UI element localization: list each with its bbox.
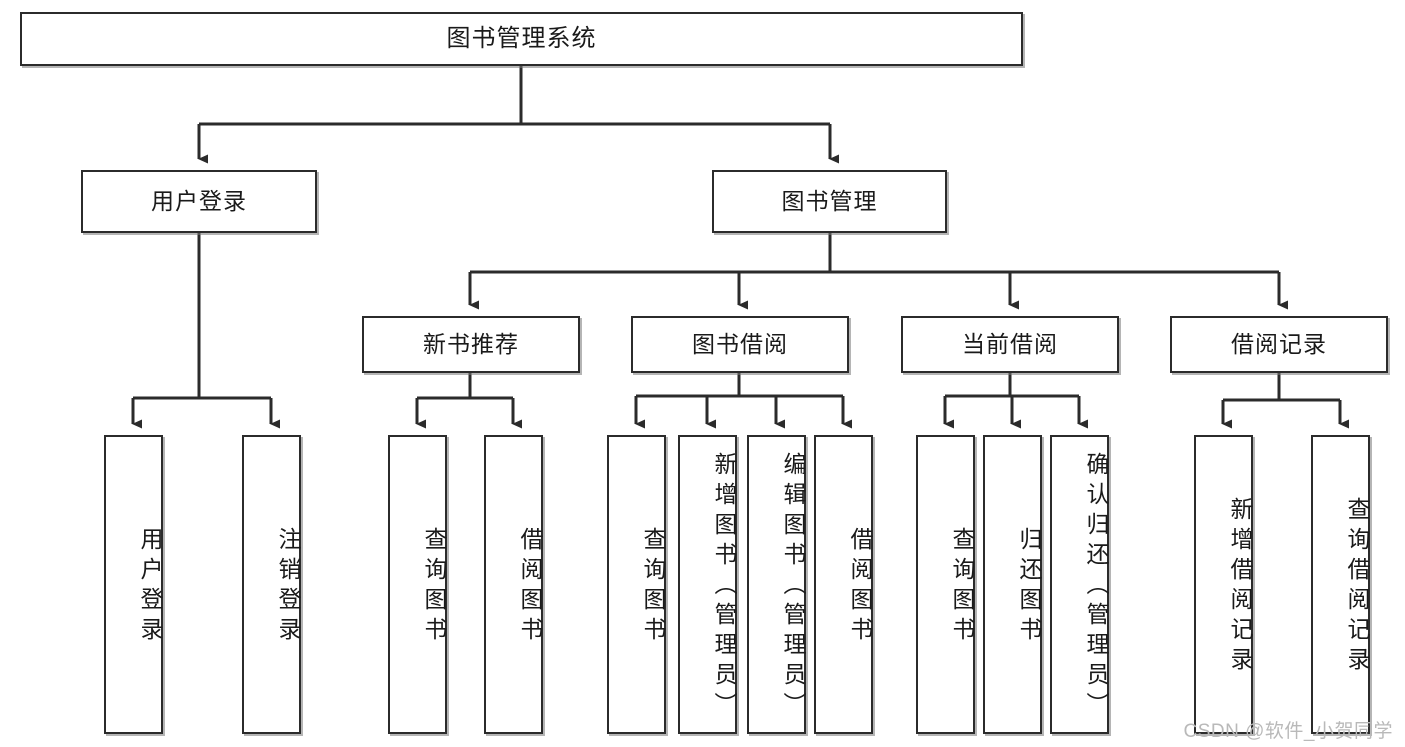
node-label: 编辑图书（管理员） <box>780 451 806 722</box>
leaf-borrow-query-book[interactable]: 查询图书 <box>607 435 666 734</box>
leaf-current-confirm-return-admin[interactable]: 确认归还（管理员） <box>1050 435 1109 734</box>
leaf-borrow-edit-book-admin[interactable]: 编辑图书（管理员） <box>747 435 806 734</box>
node-current-borrow[interactable]: 当前借阅 <box>901 316 1119 373</box>
node-user-login[interactable]: 用户登录 <box>81 170 317 233</box>
leaf-user-logout[interactable]: 注销登录 <box>242 435 301 734</box>
node-label: 注销登录 <box>275 526 301 647</box>
leaf-record-query-record[interactable]: 查询借阅记录 <box>1311 435 1370 734</box>
node-label: 当前借阅 <box>962 330 1058 357</box>
node-label: 图书管理 <box>781 187 878 214</box>
node-label: 图书借阅 <box>692 330 788 357</box>
leaf-current-query-book[interactable]: 查询图书 <box>916 435 975 734</box>
leaf-borrow-borrow-book[interactable]: 借阅图书 <box>814 435 873 734</box>
node-new-book-recommend[interactable]: 新书推荐 <box>362 316 580 373</box>
node-label: 用户登录 <box>151 187 247 214</box>
leaf-user-login[interactable]: 用户登录 <box>104 435 163 734</box>
csdn-watermark: CSDN @软件_小贺同学 <box>1183 721 1393 742</box>
leaf-recommend-query-book[interactable]: 查询图书 <box>388 435 447 734</box>
leaf-record-add-record[interactable]: 新增借阅记录 <box>1194 435 1253 734</box>
node-label: 借阅图书 <box>847 526 873 647</box>
node-label: 借阅图书 <box>517 526 543 647</box>
node-label: 新增借阅记录 <box>1227 496 1253 677</box>
node-book-management[interactable]: 图书管理 <box>712 170 947 233</box>
node-root-system[interactable]: 图书管理系统 <box>20 12 1023 66</box>
node-label: 确认归还（管理员） <box>1083 451 1109 722</box>
node-label: 新书推荐 <box>423 330 519 357</box>
node-label: 查询图书 <box>640 526 666 647</box>
node-book-borrow[interactable]: 图书借阅 <box>631 316 849 373</box>
node-label: 借阅记录 <box>1231 330 1327 357</box>
leaf-current-return-book[interactable]: 归还图书 <box>983 435 1042 734</box>
node-label: 查询图书 <box>949 526 975 647</box>
node-label: 查询借阅记录 <box>1344 496 1370 677</box>
node-label: 新增图书（管理员） <box>711 451 737 722</box>
node-borrow-record[interactable]: 借阅记录 <box>1170 316 1388 373</box>
node-label: 查询图书 <box>421 526 447 647</box>
leaf-borrow-add-book-admin[interactable]: 新增图书（管理员） <box>678 435 737 734</box>
leaf-recommend-borrow-book[interactable]: 借阅图书 <box>484 435 543 734</box>
node-label: 图书管理系统 <box>446 24 597 52</box>
node-label: 归还图书 <box>1016 526 1042 647</box>
node-label: 用户登录 <box>137 526 163 647</box>
